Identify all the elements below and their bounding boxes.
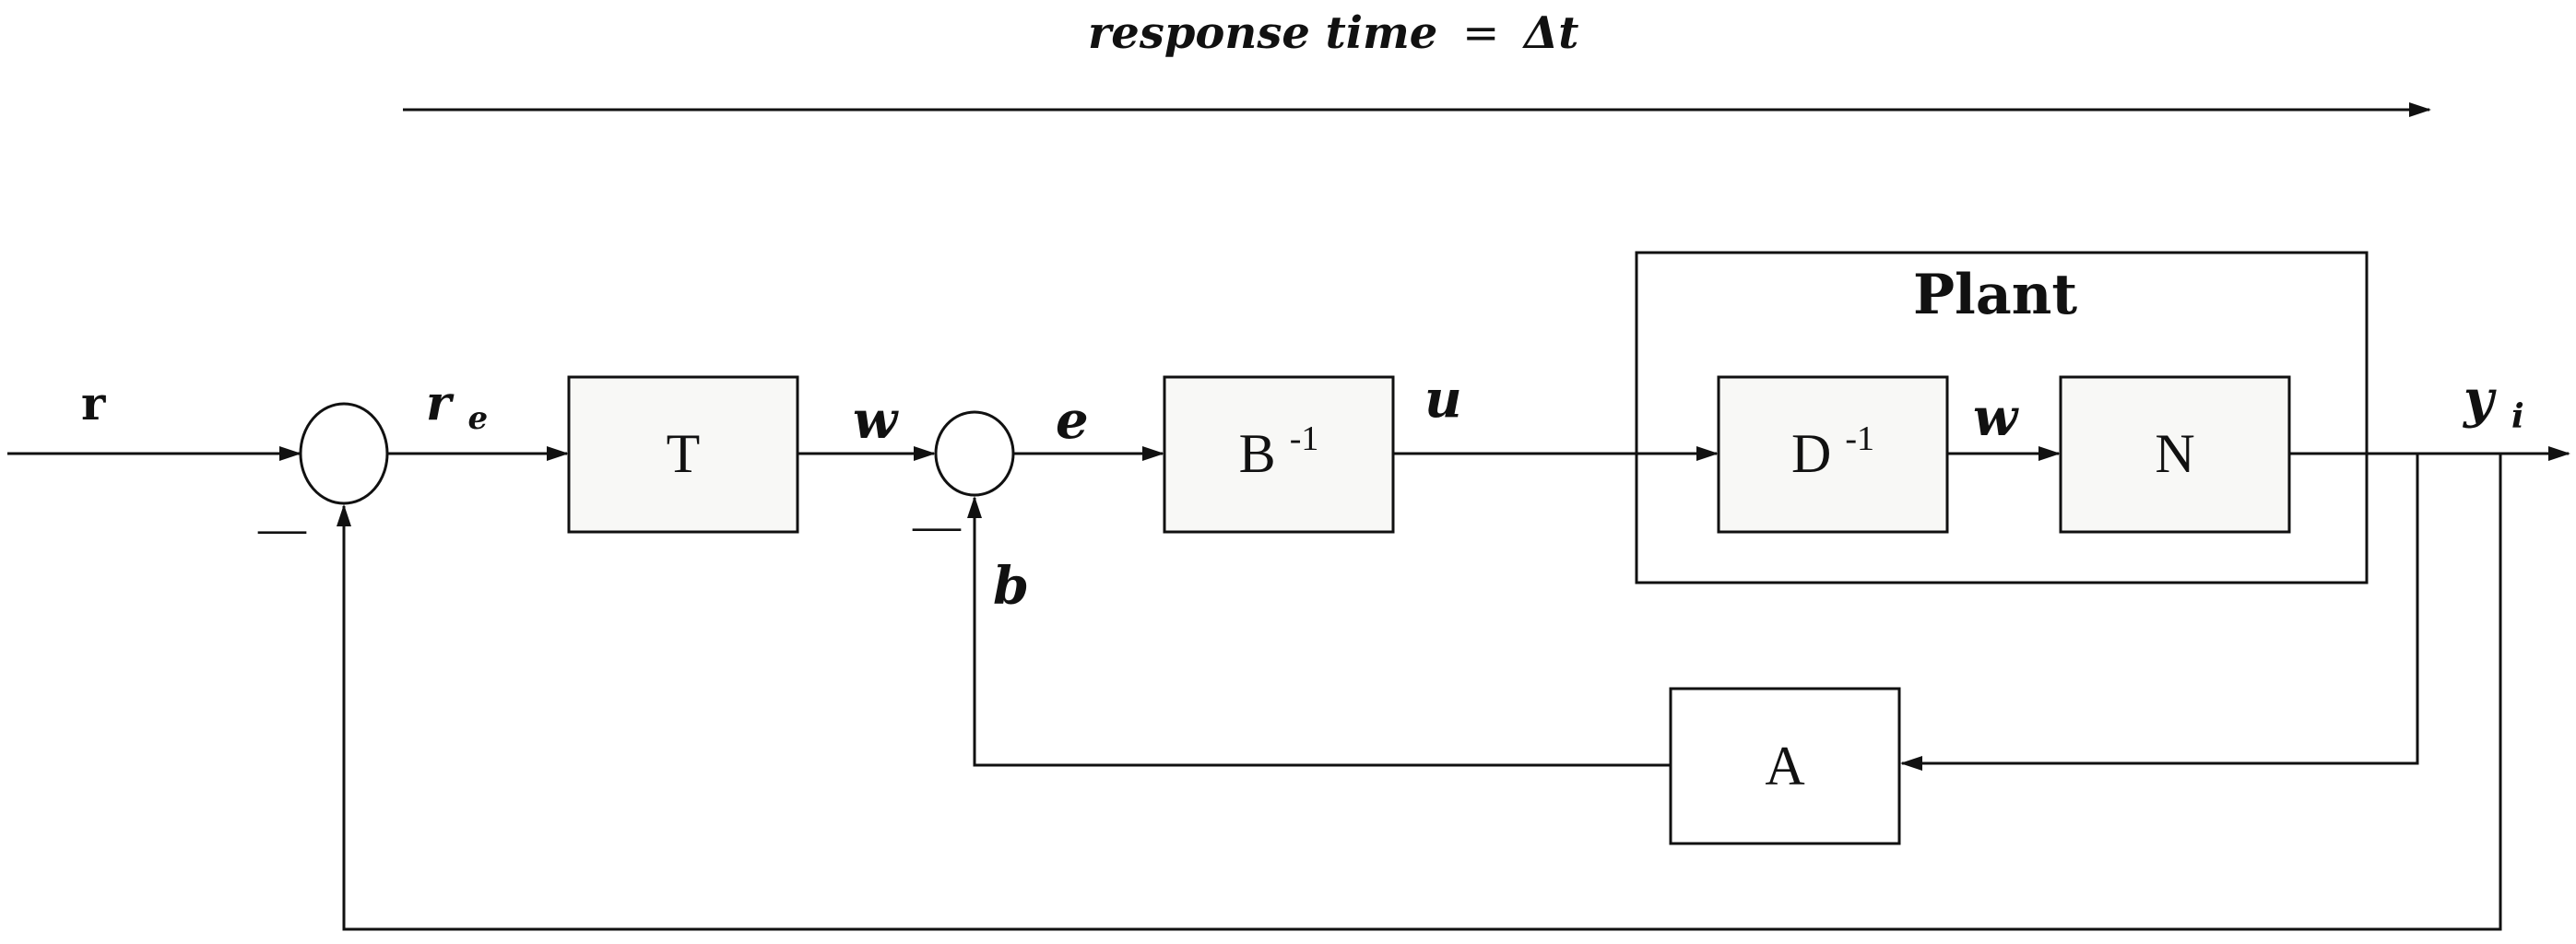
summing-junction-inner — [934, 410, 1015, 497]
feedback-b-path — [967, 496, 1671, 767]
plant-title: Plant — [1913, 263, 2077, 327]
block-N — [2059, 375, 2291, 534]
signal-w-1: w — [853, 390, 899, 451]
signal-re: r e — [426, 375, 488, 437]
response-time-label: response time = Δt — [1088, 7, 1578, 59]
block-B-inverse — [1163, 375, 1395, 534]
delta-t-text: Δt — [1522, 7, 1578, 59]
equals-sign: = — [1462, 7, 1499, 59]
feedback-A-in — [1900, 454, 2419, 771]
signal-yi-base: y — [2462, 369, 2497, 430]
signal-w-2: w — [1973, 387, 2019, 448]
signal-e: e — [1056, 390, 1089, 451]
signal-r: r — [81, 376, 106, 431]
signal-u: u — [1424, 369, 1462, 430]
minus-sign-inner: — — [912, 500, 962, 552]
signal-yi-sub: i — [2511, 397, 2524, 436]
signal-yi: y i — [2462, 369, 2524, 436]
block-D-base: D — [1791, 423, 1831, 484]
signal-b: b — [993, 556, 1029, 617]
block-A — [1669, 687, 1901, 845]
response-time-text: response time — [1088, 7, 1437, 59]
block-B-inverse-label: B -1 — [1239, 419, 1319, 484]
block-B-sup: -1 — [1290, 419, 1319, 458]
block-T-label: T — [667, 423, 701, 484]
block-D-sup: -1 — [1845, 419, 1874, 458]
block-T — [567, 375, 799, 534]
signal-re-base: r — [426, 375, 455, 431]
block-D-inverse — [1717, 375, 1949, 534]
minus-sign-outer: — — [257, 502, 307, 555]
block-N-label: N — [2155, 423, 2194, 484]
signal-re-sub: e — [468, 400, 489, 437]
block-D-inverse-label: D -1 — [1791, 419, 1874, 484]
block-B-base: B — [1239, 423, 1276, 484]
block-A-label: A — [1765, 736, 1804, 796]
plant-container — [1635, 251, 2369, 584]
summing-junction-outer — [299, 402, 389, 505]
feedback-outer-path — [337, 454, 2502, 931]
